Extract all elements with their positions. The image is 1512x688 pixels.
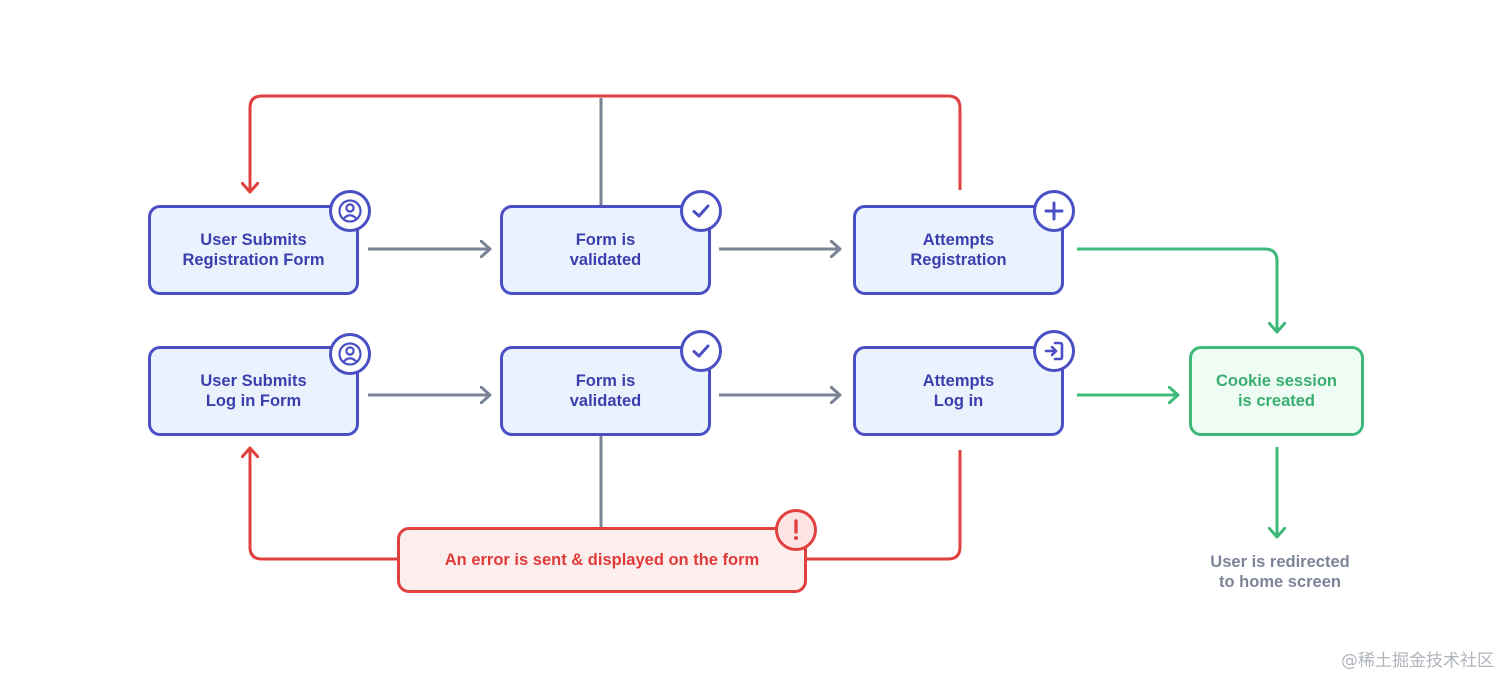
arrow-registration-to-cookie — [1077, 247, 1277, 332]
register-validate-node: Form is validated — [500, 205, 711, 295]
login-submit-label: User Submits Log in Form — [200, 372, 307, 410]
login-submit-node: User Submits Log in Form — [148, 346, 359, 436]
register-submit-node: User Submits Registration Form — [148, 205, 359, 295]
exclamation-icon — [775, 509, 817, 551]
check-icon — [680, 330, 722, 372]
login-attempt-label: Attempts Log in — [922, 372, 995, 410]
cookie-session-label: Cookie session is created — [1215, 372, 1338, 410]
login-attempt-node: Attempts Log in — [853, 346, 1064, 436]
login-validate-label: Form is validated — [569, 372, 642, 410]
error-label: An error is sent & displayed on the form — [444, 551, 760, 569]
login-validate-node: Form is validated — [500, 346, 711, 436]
watermark: @稀土掘金技术社区 — [1341, 651, 1494, 671]
plus-icon — [1033, 190, 1075, 232]
cookie-session-node: Cookie session is created — [1189, 346, 1364, 436]
registration-error-loop-arrow — [250, 94, 962, 192]
register-submit-label: User Submits Registration Form — [182, 231, 325, 269]
register-validate-label: Form is validated — [569, 231, 642, 269]
check-icon — [680, 190, 722, 232]
user-icon — [329, 333, 371, 375]
error-node: An error is sent & displayed on the form — [397, 527, 807, 593]
register-attempt-label: Attempts Registration — [910, 231, 1007, 269]
register-attempt-node: Attempts Registration — [853, 205, 1064, 295]
login-icon — [1033, 330, 1075, 372]
user-icon — [329, 190, 371, 232]
redirect-note: User is redirected to home screen — [1210, 553, 1350, 591]
